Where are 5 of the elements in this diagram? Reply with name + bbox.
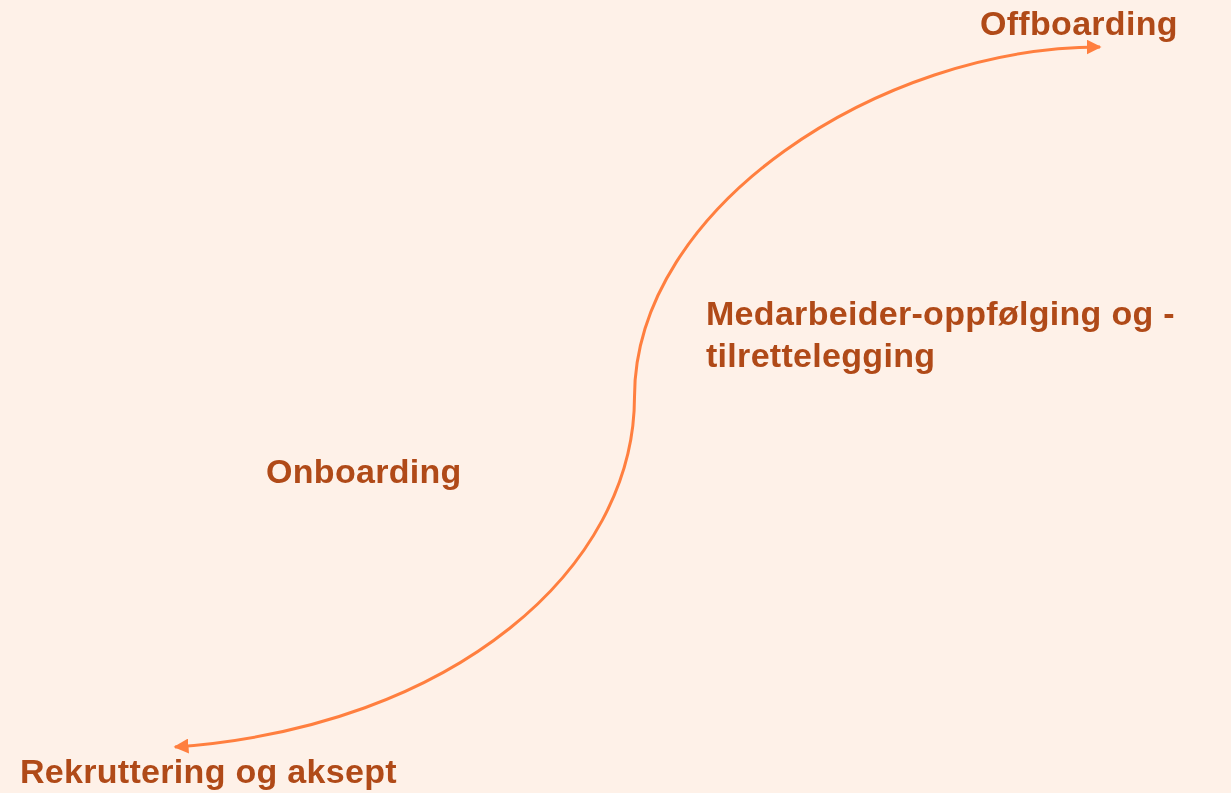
stage-label: Rekruttering og aksept: [20, 750, 397, 792]
stage-label: Medarbeider-oppfølging og -tilrettelegging: [706, 293, 1176, 376]
stage-label: Offboarding: [980, 2, 1178, 44]
stage-label: Onboarding: [266, 451, 463, 492]
curved-arrow: [173, 40, 1102, 753]
